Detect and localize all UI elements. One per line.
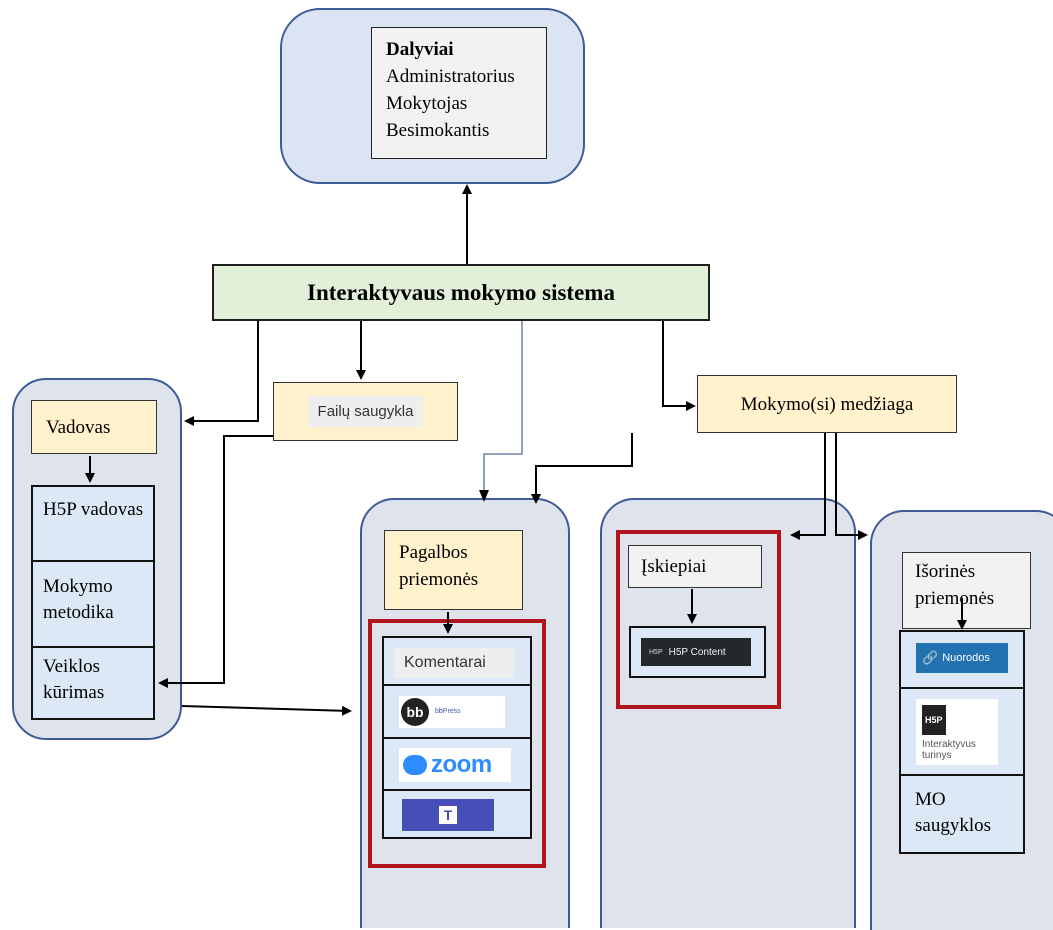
materials-box: Mokymo(si) medžiaga [697,375,957,433]
interactive-logo: H5P Interaktyvus turinys [916,699,998,765]
help-tools-title-box: Pagalbos priemonės [384,530,523,610]
guide-item-h5p: H5P vadovas [31,485,155,562]
plugins-frame [616,530,781,709]
teams-icon: T [439,806,457,824]
help-tools-title: Pagalbos priemonės [399,542,479,590]
repos-label: MO saugyklos [915,789,991,836]
arrow-materials-to-help [531,433,633,504]
h5p-content-label: H5P Content [668,646,726,658]
teams-logo: T [402,799,494,831]
bbpress-logo-text: bbPress [435,708,461,715]
zoom-camera-icon [403,755,427,775]
plugins-title-box: Įskiepiai [628,545,762,588]
bbpress-icon: bb [401,698,429,726]
materials-label: Mokymo(si) medžiaga [740,393,914,415]
guide-item-method: Mokymo metodika [31,560,155,648]
bbpress-logo: bb bbPress [399,696,505,728]
links-badge: 🔗 Nuorodos [916,643,1008,673]
external-repos: MO saugyklos [899,774,1025,854]
arrow-to-materials [662,321,696,411]
participants-box: Dalyviai Administratorius Mokytojas Besi… [371,27,547,159]
tool-zoom: zoom [382,737,532,791]
comments-label: Komentarai [394,648,514,678]
external-title: Išorinės priemonės [915,561,995,609]
guide-title: Vadovas [46,416,111,438]
system-title: Interaktyvaus mokymo sistema [307,279,615,305]
external-links: 🔗 Nuorodos [899,630,1025,689]
arrow-materials-to-plugins [790,433,826,540]
role-teacher: Mokytojas [386,93,468,114]
system-box: Interaktyvaus mokymo sistema [212,264,710,321]
arrow-materials-to-external [835,433,868,540]
guide-item-method-label: Mokymo metodika [43,576,114,623]
external-interactive: H5P Interaktyvus turinys [899,687,1025,776]
file-storage-box: Failų saugykla [273,382,458,441]
interactive-label: Interaktyvus turinys [922,739,976,761]
links-label: Nuorodos [942,652,990,664]
connector-system-to-help [483,321,523,490]
h5p-logo: H5P [922,705,946,735]
guide-title-box: Vadovas [31,400,157,454]
arrow-to-guide [184,321,259,426]
tool-teams: T [382,789,532,839]
h5p-content-box: H5P H5P Content [629,626,766,678]
tool-comments: Komentarai [382,636,532,686]
arrowhead-system-to-help [479,490,489,502]
guide-item-activity: Veiklos kūrimas [31,646,155,720]
file-storage-label: Failų saugykla [307,396,424,427]
arrow-storage-to-activity [158,435,273,688]
help-tools-frame [368,619,546,868]
role-administrator: Administratorius [386,66,515,87]
participants-heading: Dalyviai [386,39,454,60]
zoom-label: zoom [431,751,492,778]
plugins-title: Įskiepiai [641,556,707,577]
arrow-activity-to-help [181,705,352,716]
h5p-content-badge: H5P H5P Content [641,638,751,666]
link-icon: 🔗 [922,650,939,665]
guide-item-activity-label: Veiklos kūrimas [43,656,105,703]
h5p-tag: H5P [649,648,663,656]
guide-item-h5p-label: H5P vadovas [43,499,144,520]
zoom-logo: zoom [399,748,511,782]
external-title-box: Išorinės priemonės [902,552,1031,629]
role-learner: Besimokantis [386,120,490,141]
